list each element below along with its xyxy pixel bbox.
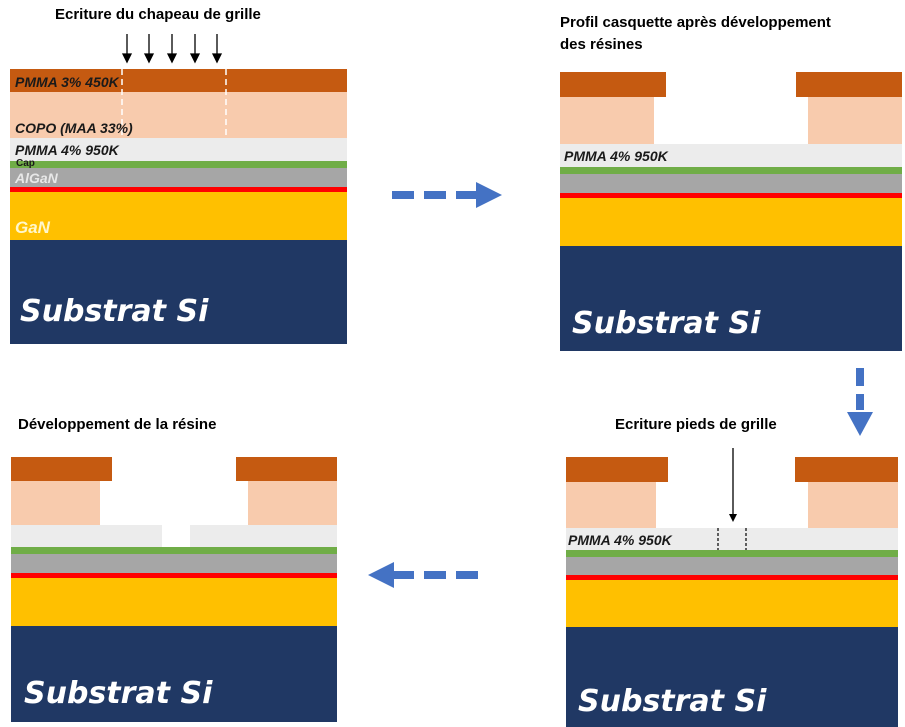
algan-label: AlGaN [15, 170, 58, 186]
pmma4-label: PMMA 4% 950K [568, 532, 672, 548]
interface-line [10, 187, 347, 192]
gan-label: GaN [15, 218, 50, 237]
pmma4-left-block [11, 525, 162, 547]
substrate-label: Substrat Si [578, 684, 767, 719]
pmma4-label: PMMA 4% 950K [564, 148, 668, 164]
interface-line [11, 573, 337, 578]
panel-4-title: Développement de la résine [18, 416, 217, 433]
pmma3-left-block [566, 457, 668, 482]
panel-2-title-line-1: Profil casquette après développement [560, 14, 831, 31]
copo-right-block [808, 482, 898, 528]
substrate-layer [11, 626, 337, 722]
pmma3-right-block [236, 457, 337, 481]
write-arrows [121, 34, 223, 64]
cap-layer [566, 550, 898, 557]
gan-layer [11, 578, 337, 626]
write-arrow [729, 448, 737, 522]
pmma3-left-block [11, 457, 112, 481]
interface-line [566, 575, 898, 580]
copo-left-block [566, 482, 656, 528]
pmma3-label: PMMA 3% 450K [15, 74, 119, 90]
substrate-layer [10, 240, 347, 344]
pmma3-right-block [796, 72, 902, 97]
exposure-dashes [121, 69, 227, 139]
panel-2-title-line-2: des résines [560, 36, 643, 53]
pmma4-layer [566, 528, 898, 550]
gan-layer [10, 192, 347, 240]
copo-left-block [11, 481, 100, 525]
gan-layer [560, 198, 902, 246]
copo-left-block [560, 97, 654, 144]
interface-line [560, 193, 902, 198]
algan-layer [566, 557, 898, 575]
pmma3-layer [10, 69, 347, 92]
substrate-label: Substrat Si [572, 306, 761, 341]
pmma3-left-block [560, 72, 666, 97]
pmma4-right-block [190, 525, 337, 547]
arrow-right-icon [392, 182, 502, 208]
cap-layer [11, 547, 337, 554]
algan-layer [11, 554, 337, 573]
algan-layer [10, 168, 347, 187]
panel-3-title: Ecriture pieds de grille [615, 416, 777, 433]
gan-layer [566, 580, 898, 627]
copo-right-block [248, 481, 337, 525]
cap-layer [560, 167, 902, 174]
arrow-down-icon [847, 368, 873, 436]
copo-right-block [808, 97, 902, 144]
substrate-layer [560, 246, 902, 351]
pmma3-right-block [795, 457, 898, 482]
exposure-dashes [717, 528, 747, 550]
cap-layer [10, 161, 347, 168]
algan-layer [560, 174, 902, 193]
pmma4-label: PMMA 4% 950K [15, 142, 119, 158]
arrow-left-icon [368, 562, 478, 588]
substrate-label: Substrat Si [20, 294, 209, 329]
pmma4-layer [10, 138, 347, 161]
substrate-layer [566, 627, 898, 727]
copo-layer [10, 92, 347, 138]
panel-1-title: Ecriture du chapeau de grille [55, 6, 261, 23]
cap-label: Cap [16, 158, 35, 169]
pmma4-layer [560, 144, 902, 167]
substrate-label: Substrat Si [24, 676, 213, 711]
copo-label: COPO (MAA 33%) [15, 120, 133, 136]
